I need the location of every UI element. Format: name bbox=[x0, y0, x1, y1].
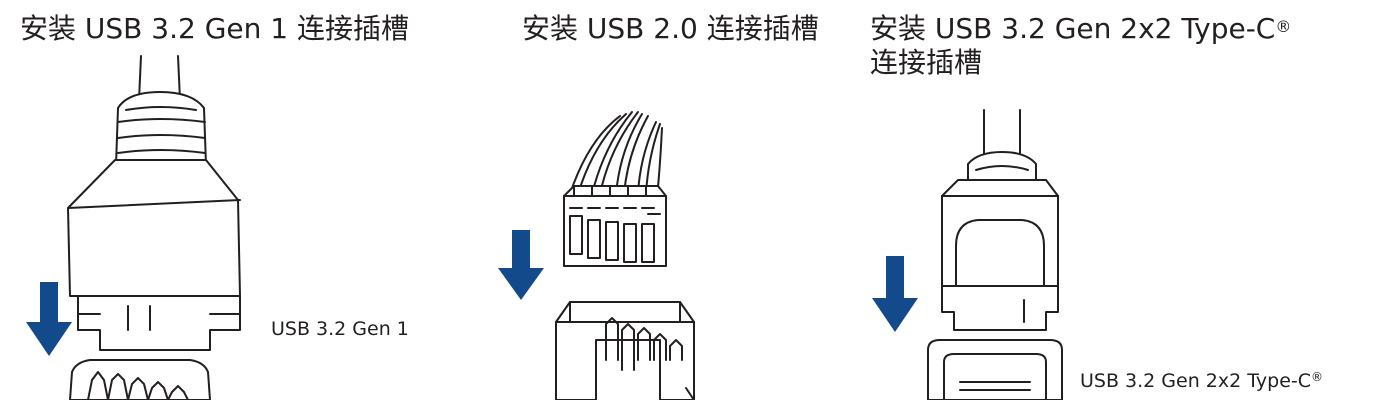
panel-usb32-gen2x2-typec: 安装 USB 3.2 Gen 2x2 Type-C® 连接插槽 bbox=[860, 0, 1393, 400]
panel-title-line2: 连接插槽 bbox=[870, 46, 983, 79]
connector-label-usb32-gen2x2-typec: USB 3.2 Gen 2x2 Type-C® bbox=[1080, 370, 1323, 392]
typec-receptacle bbox=[927, 339, 1063, 400]
usb32-gen1-strain-relief bbox=[115, 91, 207, 173]
insert-arrow-icon bbox=[498, 230, 544, 300]
insert-arrow-icon bbox=[872, 256, 918, 332]
usb32-gen2x2-typec-illustration bbox=[872, 109, 1063, 400]
insert-arrow-icon bbox=[26, 282, 72, 356]
registered-trademark-icon: ® bbox=[1275, 17, 1292, 36]
usb32-gen1-cable bbox=[138, 55, 181, 101]
usb32-gen1-illustration bbox=[26, 55, 241, 400]
panel-usb32-gen1: 安装 USB 3.2 Gen 1 连接插槽 bbox=[0, 0, 470, 400]
typec-strain-relief bbox=[967, 151, 1037, 187]
panel-title-line1: 安装 USB 3.2 Gen 2x2 Type-C bbox=[870, 12, 1276, 45]
usb20-header-socket bbox=[555, 301, 695, 400]
usb32-gen1-plug-body bbox=[67, 159, 241, 351]
connector-label-text: USB 3.2 Gen 2x2 Type-C bbox=[1080, 370, 1312, 392]
connector-label-usb32-gen1: USB 3.2 Gen 1 bbox=[271, 318, 409, 340]
panel-title-usb32-gen1: 安装 USB 3.2 Gen 1 连接插槽 bbox=[20, 12, 409, 45]
usb20-plug bbox=[563, 185, 667, 267]
usb20-illustration bbox=[498, 111, 695, 400]
panel-title-usb32-gen2x2-typec: 安装 USB 3.2 Gen 2x2 Type-C® 连接插槽 bbox=[870, 12, 1291, 80]
typec-plug-body bbox=[941, 179, 1059, 331]
usb32-gen1-header-socket bbox=[69, 359, 211, 400]
registered-trademark-icon: ® bbox=[1311, 370, 1324, 384]
panel-title-usb20: 安装 USB 2.0 连接插槽 bbox=[522, 12, 819, 45]
panel-usb20: 安装 USB 2.0 连接插槽 bbox=[470, 0, 860, 400]
